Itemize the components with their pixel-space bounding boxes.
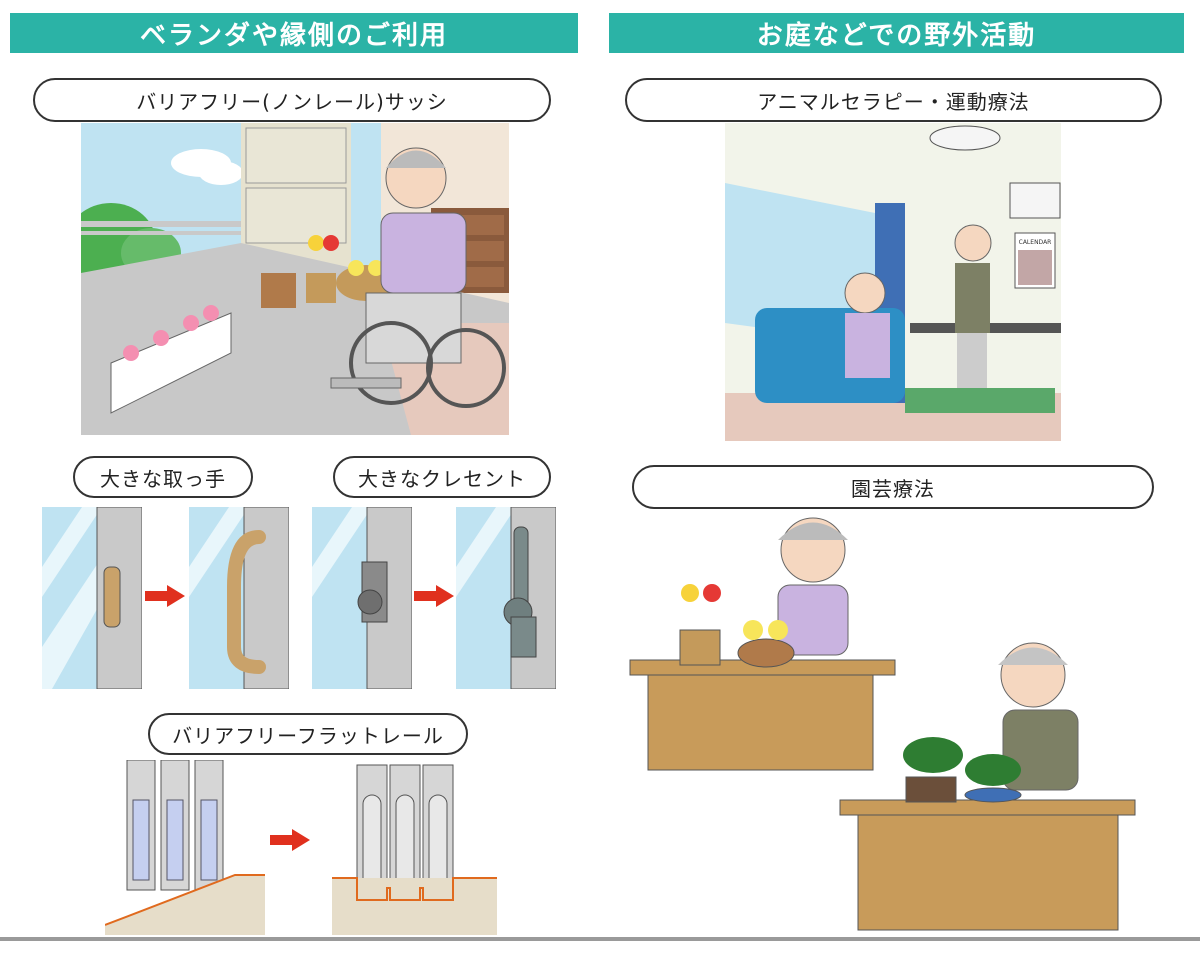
arrow-right-icon bbox=[270, 829, 310, 851]
right-section-banner: お庭などでの野外活動 bbox=[609, 13, 1184, 53]
handle-label: 大きな取っ手 bbox=[73, 456, 253, 498]
arrow-right-icon bbox=[145, 585, 185, 607]
left-section-banner: ベランダや縁側のご利用 bbox=[10, 13, 578, 53]
small-crescent-window bbox=[312, 507, 412, 689]
flat-rail-diagram bbox=[332, 760, 497, 935]
horticulture-label: 園芸療法 bbox=[632, 465, 1154, 509]
footer-divider bbox=[0, 937, 1200, 941]
veranda-illustration bbox=[81, 123, 509, 435]
horticulture-illustration bbox=[628, 515, 1138, 935]
therapy-room-illustration: CALENDAR bbox=[725, 123, 1061, 441]
flatrail-label: バリアフリーフラットレール bbox=[148, 713, 468, 755]
therapy-label: アニマルセラピー・運動療法 bbox=[625, 78, 1162, 122]
calendar-text: CALENDAR bbox=[1019, 239, 1052, 246]
large-crescent-window bbox=[456, 507, 556, 689]
large-handle-window bbox=[189, 507, 289, 689]
crescent-label: 大きなクレセント bbox=[333, 456, 551, 498]
raised-rail-diagram bbox=[105, 760, 265, 935]
small-handle-window bbox=[42, 507, 142, 689]
arrow-right-icon bbox=[414, 585, 454, 607]
sash-label: バリアフリー(ノンレール)サッシ bbox=[33, 78, 551, 122]
